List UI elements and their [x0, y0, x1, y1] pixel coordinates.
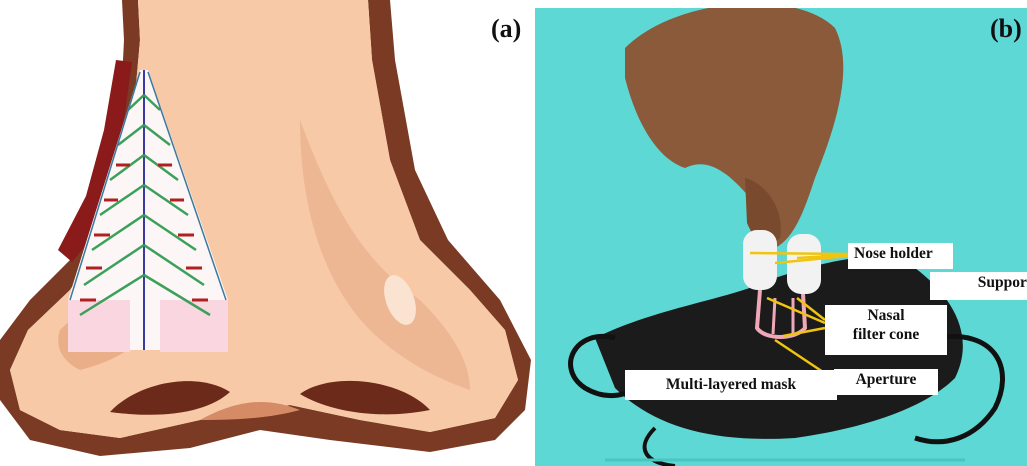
label-nasal-filter-cone: Nasal filter cone — [825, 305, 947, 355]
nose-holder-left — [743, 230, 777, 290]
panel-a-letter: (a) — [491, 14, 521, 44]
filter-base-left — [68, 300, 130, 352]
panel-a-nose-illustration: (a) — [0, 0, 531, 466]
filter-base-right — [160, 300, 228, 352]
label-nose-holder: Nose holder — [848, 243, 953, 269]
label-aperture: Aperture — [834, 369, 938, 395]
nose-illustration — [0, 0, 531, 466]
label-multi-layered-mask: Multi-layered mask — [625, 370, 837, 400]
panel-b-letter: (b) — [990, 14, 1022, 44]
nose-holder-right — [787, 234, 821, 294]
hand — [625, 8, 843, 250]
label-support: Support — [930, 272, 1027, 300]
